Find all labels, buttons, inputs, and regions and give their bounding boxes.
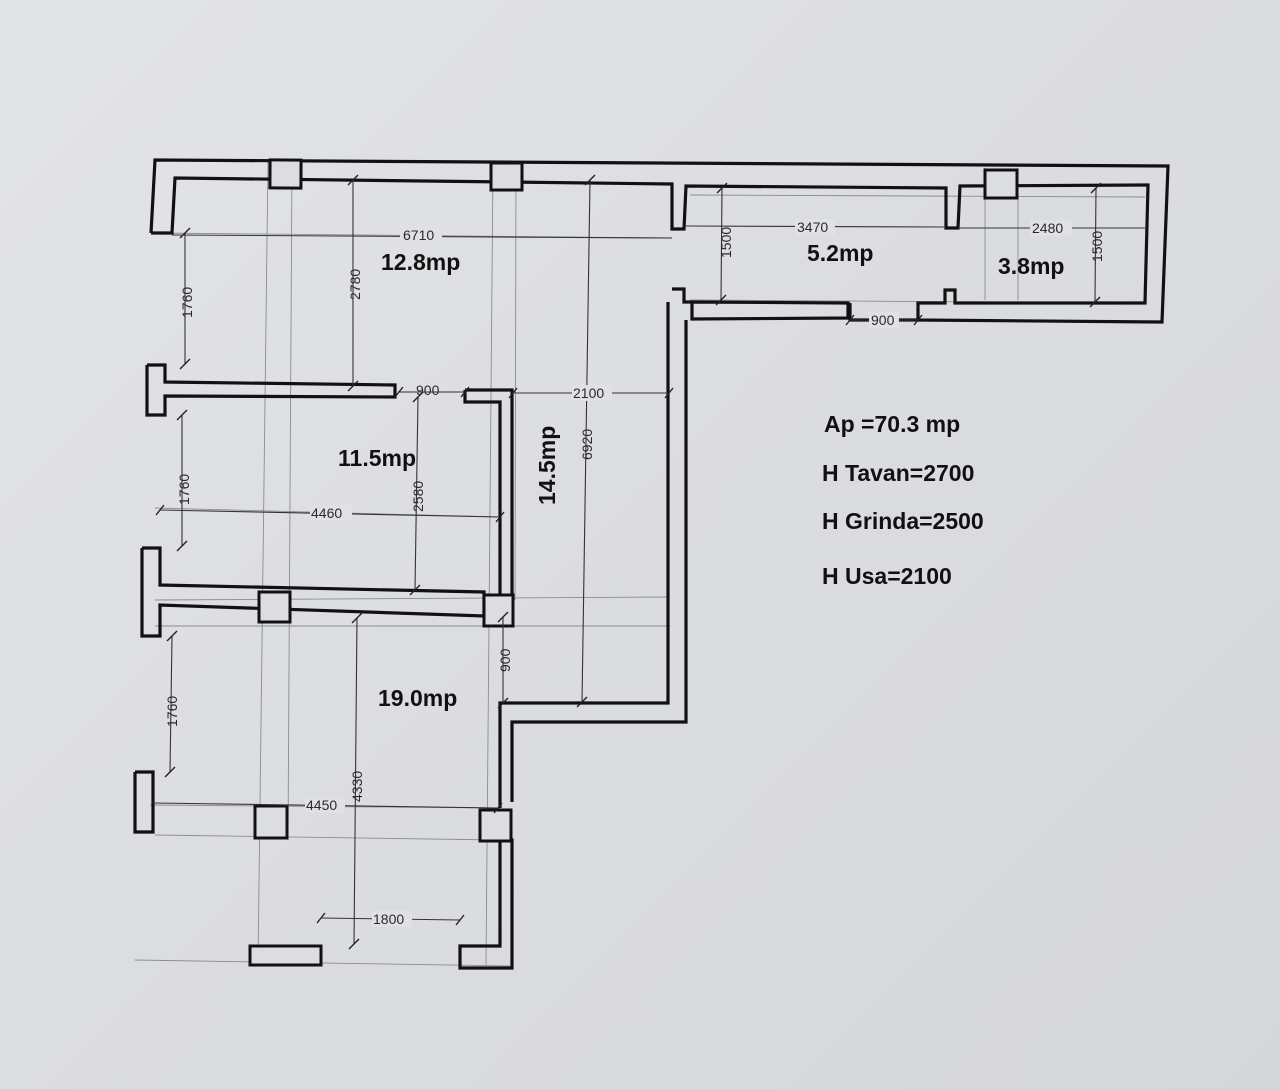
dim-1760-bot: 1760 <box>164 696 180 727</box>
grid-lines <box>134 159 1146 967</box>
dim-1760-top: 1760 <box>179 287 195 318</box>
room-area-label: 11.5mp <box>338 445 416 471</box>
dim-6920: 6920 <box>579 429 595 460</box>
room-labels: 12.8mp 11.5mp 14.5mp 19.0mp 5.2mp 3.8mp <box>338 240 1064 711</box>
dim-1760-mid: 1760 <box>176 474 192 505</box>
dim-2780: 2780 <box>347 269 363 300</box>
dim-1800: 1800 <box>373 911 404 927</box>
dim-4330: 4330 <box>349 771 365 802</box>
ceiling-height-label: H Tavan=2700 <box>822 460 975 486</box>
door-height-label: H Usa=2100 <box>822 563 952 589</box>
dim-4460: 4460 <box>311 505 342 521</box>
dim-2100: 2100 <box>573 385 604 401</box>
dim-4450: 4450 <box>306 797 337 813</box>
dim-900-door3: 900 <box>871 312 895 328</box>
total-area-label: Ap =70.3 mp <box>824 411 961 437</box>
beam-height-label: H Grinda=2500 <box>822 508 984 534</box>
dim-1500-left: 1500 <box>718 227 734 258</box>
dim-6710: 6710 <box>403 227 434 243</box>
room-area-label: 12.8mp <box>381 249 460 275</box>
dim-900-door1: 900 <box>416 382 440 398</box>
room-area-label: 19.0mp <box>378 685 457 711</box>
room-area-label: 3.8mp <box>998 253 1064 279</box>
dim-3470: 3470 <box>797 219 828 235</box>
room-area-label: 14.5mp <box>534 426 560 505</box>
dim-2480: 2480 <box>1032 220 1063 236</box>
columns <box>248 158 1019 967</box>
dim-900-door2: 900 <box>497 648 513 672</box>
dimension-labels: 6710 2780 1760 900 2100 6920 1760 4460 2… <box>164 219 1105 927</box>
dimension-lines <box>152 174 1145 950</box>
dim-1500-right: 1500 <box>1089 231 1105 262</box>
room-area-label: 5.2mp <box>807 240 873 266</box>
dim-2580: 2580 <box>410 481 426 512</box>
